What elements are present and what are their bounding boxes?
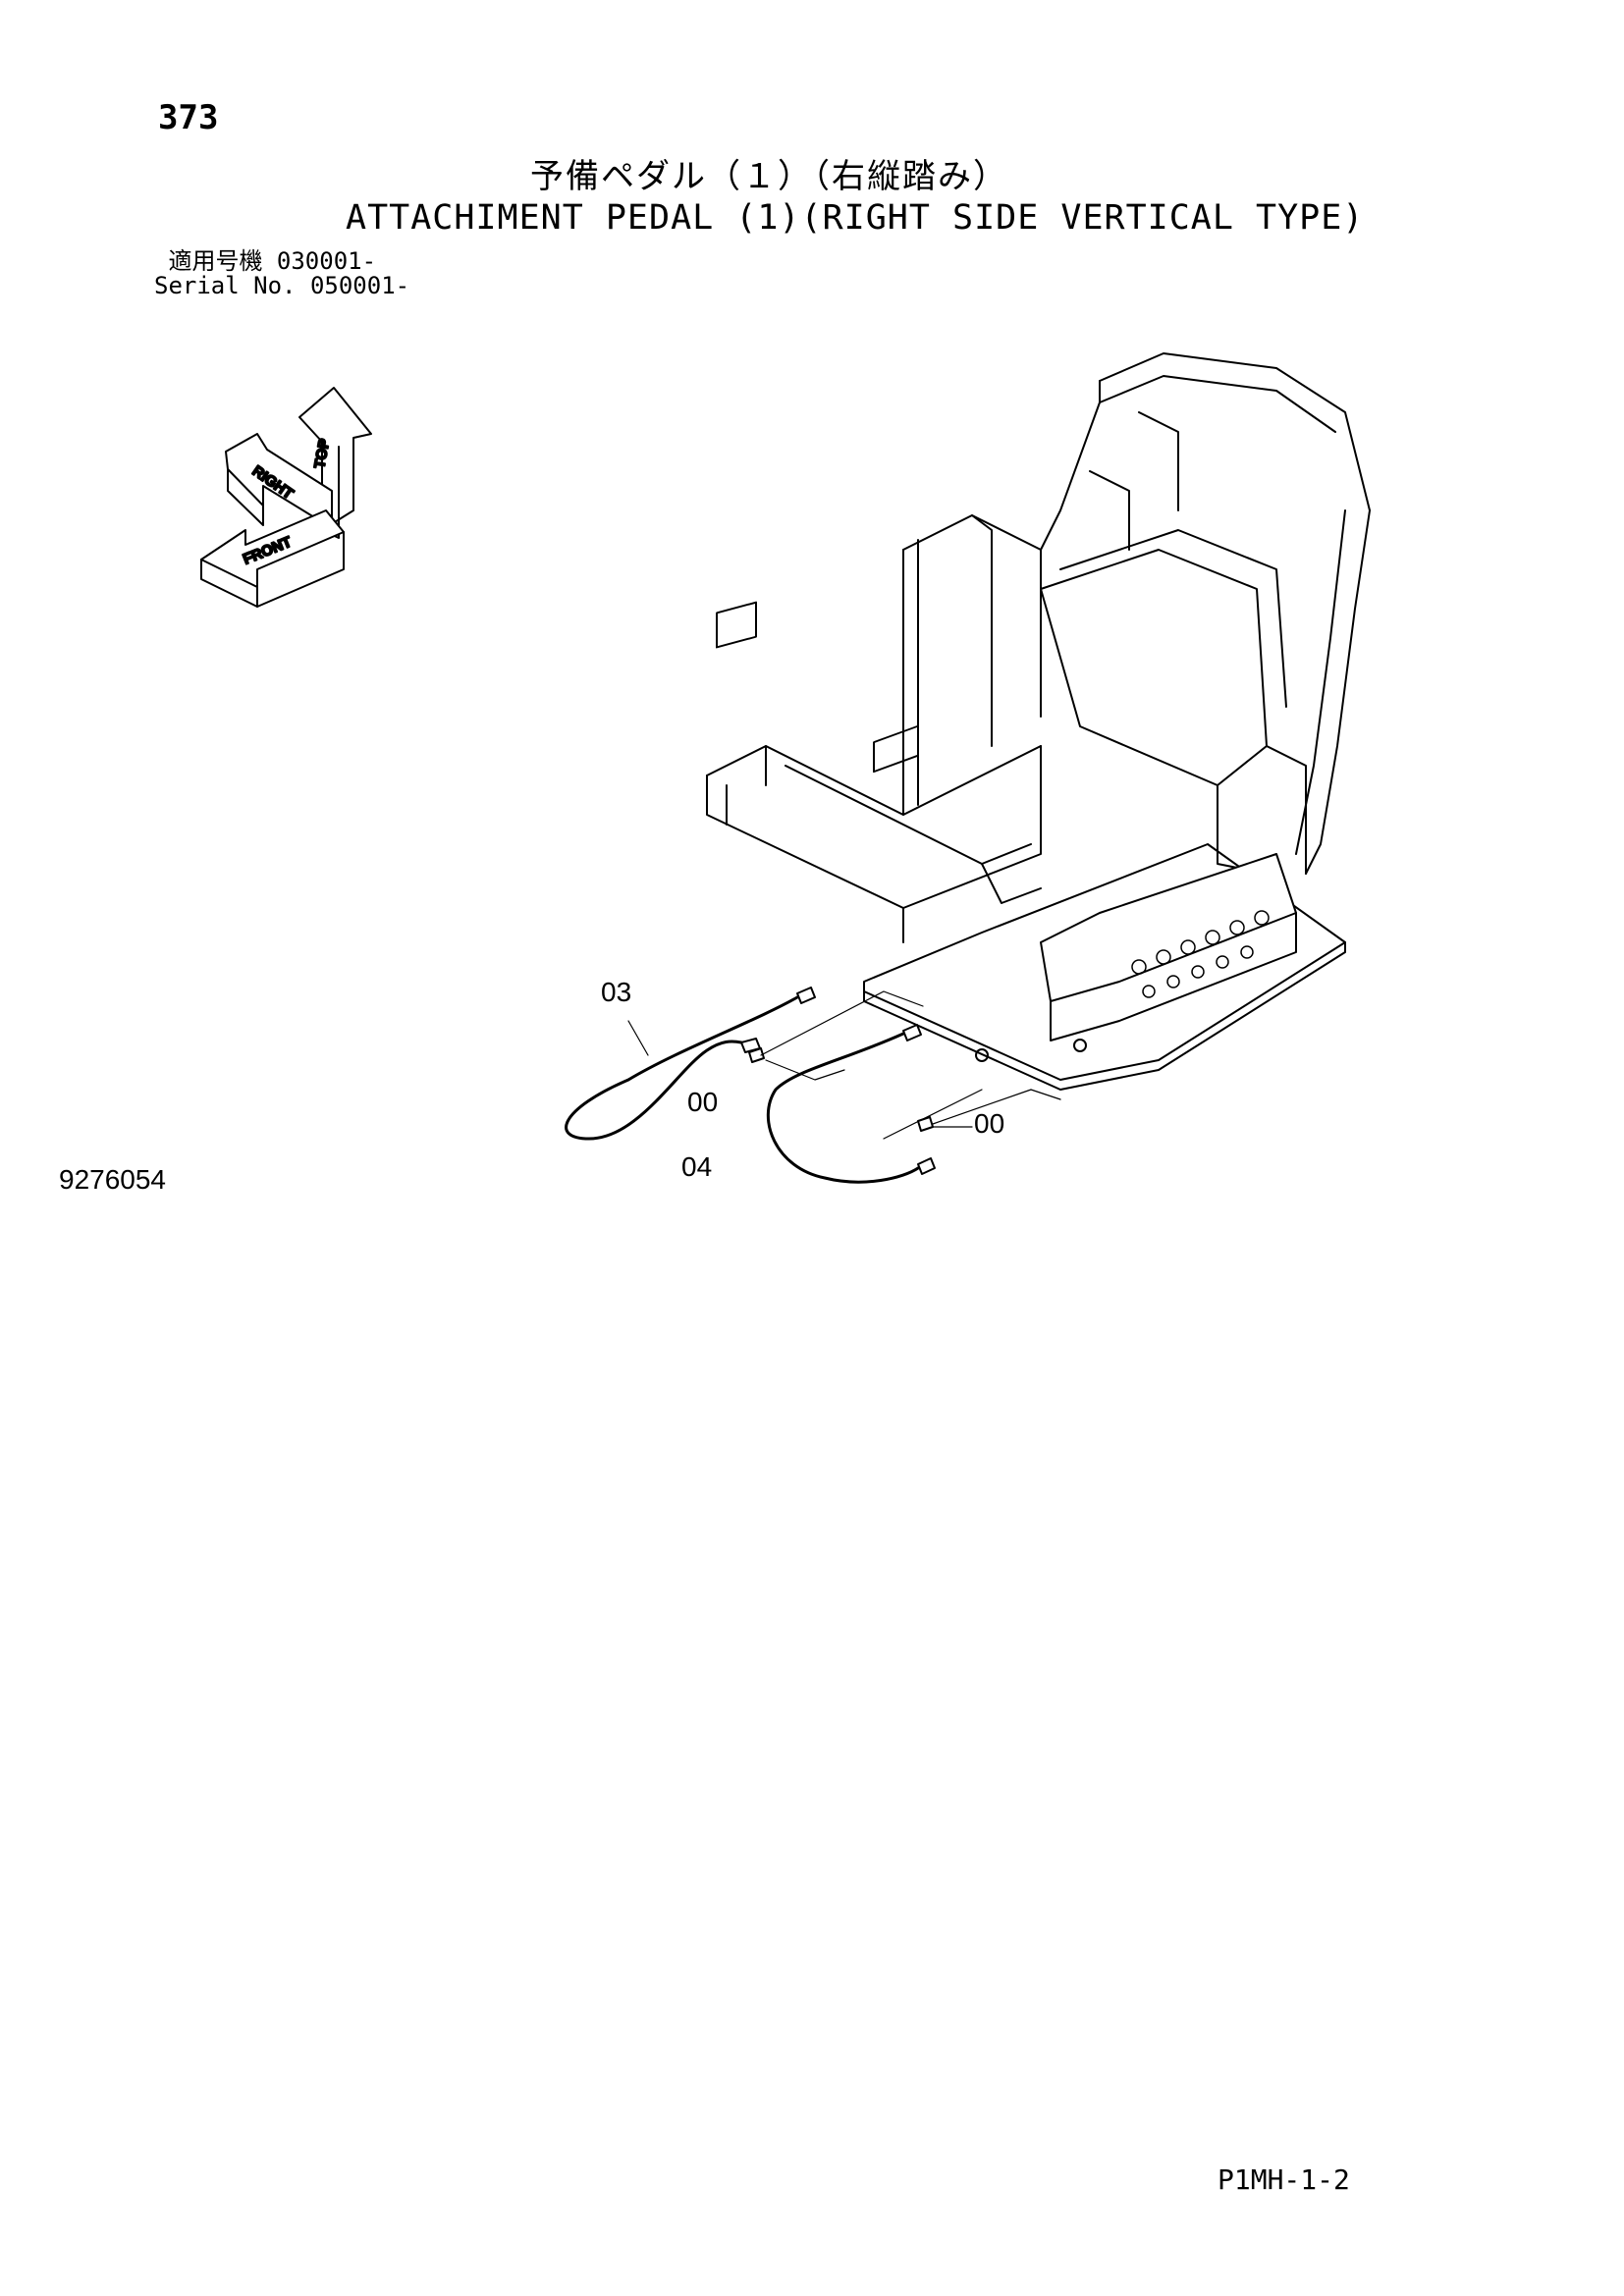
floor-cross-member xyxy=(902,745,1042,909)
right-arrow-side xyxy=(227,468,264,526)
serial-value-japanese: 030001- xyxy=(276,247,377,275)
callout-00-right: 00 xyxy=(974,1108,1004,1139)
hose-03 xyxy=(565,987,816,1141)
left-pillar-front xyxy=(1040,401,1101,718)
inner-rib-a xyxy=(1138,411,1179,511)
mount-pad-left xyxy=(716,601,757,649)
back-wall-lip xyxy=(1099,375,1336,433)
floor-plate-edge xyxy=(863,941,1346,1091)
callout-00-left: 00 xyxy=(687,1087,718,1117)
serial-applicability: 適用号機 030001- Serial No. 050001- xyxy=(154,249,409,298)
serial-row-japanese: 適用号機 030001- xyxy=(154,249,409,274)
compartment-box xyxy=(1040,549,1268,786)
serial-row-english: Serial No. 050001- xyxy=(154,274,409,298)
bolt-hole xyxy=(1073,1039,1087,1052)
back-wall-top xyxy=(1099,352,1371,511)
pillar-top-edge xyxy=(971,514,1042,551)
front-arrow-side xyxy=(200,559,258,608)
fitting-00-left xyxy=(748,1047,765,1063)
bolt-hole xyxy=(975,1048,989,1062)
rear-panel-inner xyxy=(1295,509,1346,855)
pillar-face xyxy=(902,514,993,747)
floor-plate xyxy=(863,843,1346,1081)
inner-rib-b xyxy=(1089,470,1130,551)
front-arrow-bottom xyxy=(256,531,345,608)
compartment-right xyxy=(1266,745,1307,875)
footer-code: P1MH-1-2 xyxy=(1218,2163,1350,2196)
valve-block-front xyxy=(1050,912,1297,1041)
floor-rail xyxy=(785,765,1032,865)
cab-frame-structure xyxy=(706,352,1371,1091)
hose-04 xyxy=(766,1024,936,1184)
serial-label-japanese: 適用号機 xyxy=(168,247,263,275)
serial-value-english: 050001- xyxy=(309,272,410,299)
page-title-english: ATTACHIMENT PEDAL (1)(RIGHT SIDE VERTICA… xyxy=(346,198,1365,238)
leader-lines xyxy=(627,990,1061,1140)
page-title-japanese: 予備ペダル（１）（右縦踏み） xyxy=(530,157,1008,196)
floor-frame-ribs xyxy=(726,745,767,826)
serial-label-english: Serial No. xyxy=(154,272,297,299)
floor-frame-back xyxy=(706,745,1042,816)
mount-pad-center xyxy=(873,724,919,774)
rear-panel-edge xyxy=(1305,509,1371,875)
fitting-00-right xyxy=(917,1116,934,1132)
page-number: 373 xyxy=(158,98,219,137)
callout-04: 04 xyxy=(681,1151,712,1182)
front-arrow-icon xyxy=(200,509,345,588)
orientation-arrows-icon: TOP RIGHT FRONT xyxy=(200,387,372,608)
floor-frame-front xyxy=(706,774,904,943)
floor-rail-end xyxy=(981,863,1042,904)
compartment-top xyxy=(1059,529,1287,708)
valve-spools xyxy=(1131,910,1270,998)
figure-number: 9276054 xyxy=(59,1164,167,1195)
callout-03: 03 xyxy=(601,977,631,1007)
